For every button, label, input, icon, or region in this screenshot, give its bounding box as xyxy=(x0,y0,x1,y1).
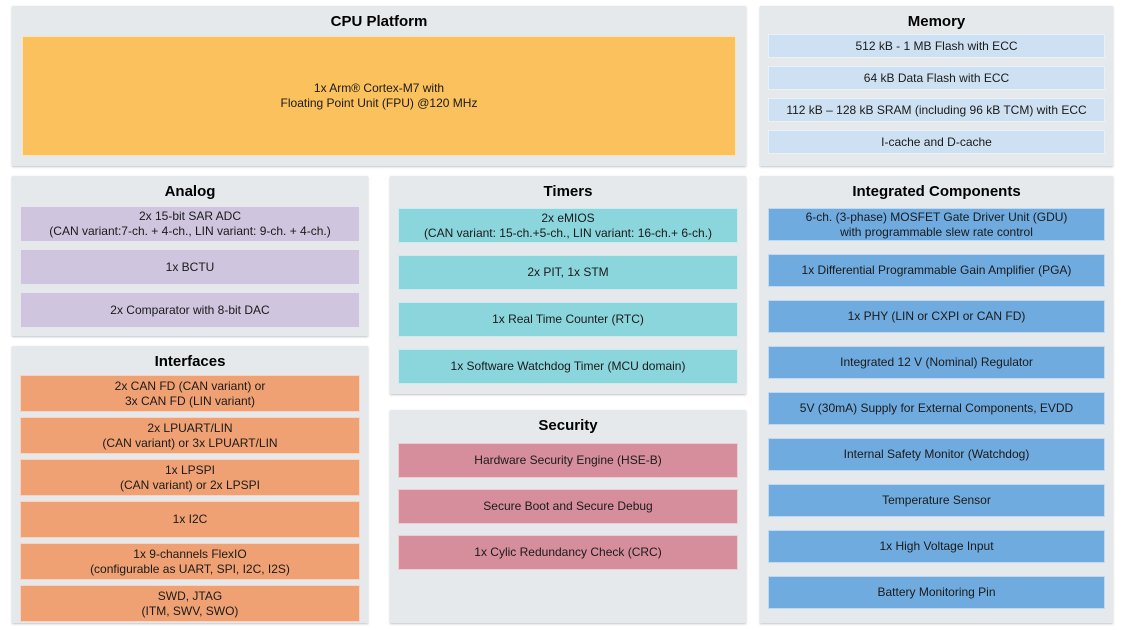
section-timers: Timers 2x eMIOS (CAN variant: 15-ch.+5-c… xyxy=(390,176,746,394)
block-cache: I-cache and D-cache xyxy=(768,130,1105,154)
block-text-line: 1x Real Time Counter (RTC) xyxy=(492,312,644,326)
integrated-components-blocks: 6-ch. (3-phase) MOSFET Gate Driver Unit … xyxy=(760,200,1113,617)
section-title-security: Security xyxy=(538,417,598,434)
block-text-line: 1x Arm® Cortex-M7 with xyxy=(313,81,445,95)
block-text-line: 1x Cylic Redundancy Check (CRC) xyxy=(474,545,662,559)
block-5v-supply-evdd: 5V (30mA) Supply for External Components… xyxy=(768,392,1105,425)
block-internal-safety-monitor: Internal Safety Monitor (Watchdog) xyxy=(768,438,1105,471)
block-gdu: 6-ch. (3-phase) MOSFET Gate Driver Unit … xyxy=(768,208,1105,241)
section-memory: Memory 512 kB - 1 MB Flash with ECC 64 k… xyxy=(760,6,1113,166)
block-text-line: 1x LPSPI xyxy=(164,462,216,477)
block-text-line: 1x 9-channels FlexIO xyxy=(133,546,247,561)
block-temperature-sensor: Temperature Sensor xyxy=(768,484,1105,517)
block-text-line: (CAN variant) or 3x LPUART/LIN xyxy=(102,435,278,450)
section-title-memory: Memory xyxy=(907,13,966,30)
block-text-line: 1x High Voltage Input xyxy=(879,539,994,553)
block-text-line: Temperature Sensor xyxy=(882,493,991,507)
block-text-line: Battery Monitoring Pin xyxy=(877,585,996,599)
block-data-flash: 64 kB Data Flash with ECC xyxy=(768,66,1105,90)
block-program-flash: 512 kB - 1 MB Flash with ECC xyxy=(768,34,1105,58)
block-text-line: 2x LPUART/LIN xyxy=(147,420,233,435)
block-can-fd: 2x CAN FD (CAN variant) or 3x CAN FD (LI… xyxy=(20,375,360,412)
section-title-cpu-platform: CPU Platform xyxy=(330,13,428,30)
section-title-timers: Timers xyxy=(543,183,593,200)
security-blocks: Hardware Security Engine (HSE-B) Secure … xyxy=(390,434,746,578)
block-bctu: 1x BCTU xyxy=(20,249,360,285)
interfaces-blocks: 2x CAN FD (CAN variant) or 3x CAN FD (LI… xyxy=(12,370,368,628)
block-text-line: 1x BCTU xyxy=(165,259,215,274)
block-text-line: (CAN variant:7-ch. + 4-ch., LIN variant:… xyxy=(49,224,331,238)
block-text-line: 512 kB - 1 MB Flash with ECC xyxy=(855,38,1018,53)
block-text-line: 6-ch. (3-phase) MOSFET Gate Driver Unit … xyxy=(805,209,1068,224)
block-text-line: 1x Software Watchdog Timer (MCU domain) xyxy=(450,359,686,373)
block-battery-monitoring-pin: Battery Monitoring Pin xyxy=(768,576,1105,609)
block-text-line: 2x eMIOS xyxy=(541,210,595,225)
block-text-line: SWD, JTAG xyxy=(157,588,223,603)
block-text-line: (ITM, SWV, SWO) xyxy=(141,603,239,618)
block-text-line: 2x PIT, 1x STM xyxy=(527,265,609,279)
block-text-line: Integrated 12 V (Nominal) Regulator xyxy=(840,355,1033,369)
block-lpspi: 1x LPSPI (CAN variant) or 2x LPSPI xyxy=(20,459,360,496)
block-pga: 1x Differential Programmable Gain Amplif… xyxy=(768,254,1105,287)
block-phy: 1x PHY (LIN or CXPI or CAN FD) xyxy=(768,300,1105,333)
block-text-line: with programmable slew rate control xyxy=(840,224,1033,239)
block-hse: Hardware Security Engine (HSE-B) xyxy=(398,443,738,478)
block-lpuart-lin: 2x LPUART/LIN (CAN variant) or 3x LPUART… xyxy=(20,417,360,454)
block-text-line: 64 kB Data Flash with ECC xyxy=(863,70,1010,85)
block-text-line: (CAN variant) or 2x LPSPI xyxy=(119,477,261,492)
block-arm-cortex-m7: 1x Arm® Cortex-M7 with Floating Point Un… xyxy=(22,36,736,156)
block-pit-stm: 2x PIT, 1x STM xyxy=(398,255,738,290)
analog-blocks: 2x 15-bit SAR ADC (CAN variant:7-ch. + 4… xyxy=(12,200,368,336)
memory-blocks: 512 kB - 1 MB Flash with ECC 64 kB Data … xyxy=(760,30,1113,162)
section-interfaces: Interfaces 2x CAN FD (CAN variant) or 3x… xyxy=(12,346,368,623)
block-text-line: 3x CAN FD (LIN variant) xyxy=(124,393,256,408)
block-text-line: 1x PHY (LIN or CXPI or CAN FD) xyxy=(847,309,1026,323)
block-crc: 1x Cylic Redundancy Check (CRC) xyxy=(398,535,738,570)
block-secure-boot: Secure Boot and Secure Debug xyxy=(398,489,738,524)
block-text-line: Internal Safety Monitor (Watchdog) xyxy=(843,447,1030,461)
block-swd-jtag: SWD, JTAG (ITM, SWV, SWO) xyxy=(20,585,360,622)
block-sram: 112 kB – 128 kB SRAM (including 96 kB TC… xyxy=(768,98,1105,122)
block-i2c: 1x I2C xyxy=(20,501,360,538)
section-security: Security Hardware Security Engine (HSE-B… xyxy=(390,410,746,623)
block-software-watchdog: 1x Software Watchdog Timer (MCU domain) xyxy=(398,349,738,384)
section-analog: Analog 2x 15-bit SAR ADC (CAN variant:7-… xyxy=(12,176,368,336)
block-sar-adc: 2x 15-bit SAR ADC (CAN variant:7-ch. + 4… xyxy=(20,206,360,242)
cpu-platform-blocks: 1x Arm® Cortex-M7 with Floating Point Un… xyxy=(12,30,746,166)
block-comparator-dac: 2x Comparator with 8-bit DAC xyxy=(20,292,360,328)
block-text-line: Hardware Security Engine (HSE-B) xyxy=(474,453,662,467)
block-emios: 2x eMIOS (CAN variant: 15-ch.+5-ch., LIN… xyxy=(398,208,738,243)
block-text-line: 2x CAN FD (CAN variant) or xyxy=(114,378,266,393)
block-text-line: 2x 15-bit SAR ADC xyxy=(138,209,242,223)
block-text-line: Floating Point Unit (FPU) @120 MHz xyxy=(280,96,478,110)
block-text-line: I-cache and D-cache xyxy=(881,134,992,149)
section-title-interfaces: Interfaces xyxy=(154,353,226,370)
block-text-line: Secure Boot and Secure Debug xyxy=(483,499,653,513)
block-text-line: 112 kB – 128 kB SRAM (including 96 kB TC… xyxy=(786,102,1087,117)
block-text-line: 1x Differential Programmable Gain Amplif… xyxy=(801,263,1072,277)
block-text-line: 5V (30mA) Supply for External Components… xyxy=(799,401,1074,415)
block-high-voltage-input: 1x High Voltage Input xyxy=(768,530,1105,563)
block-text-line: (CAN variant: 15-ch.+5-ch., LIN variant:… xyxy=(423,225,713,240)
block-text-line: 2x Comparator with 8-bit DAC xyxy=(110,302,270,317)
block-rtc: 1x Real Time Counter (RTC) xyxy=(398,302,738,337)
block-12v-regulator: Integrated 12 V (Nominal) Regulator xyxy=(768,346,1105,379)
block-text-line: (configurable as UART, SPI, I2C, I2S) xyxy=(90,561,290,576)
block-flexio: 1x 9-channels FlexIO (configurable as UA… xyxy=(20,543,360,580)
section-title-integrated-components: Integrated Components xyxy=(852,183,1021,200)
section-title-analog: Analog xyxy=(164,183,216,200)
section-cpu-platform: CPU Platform 1x Arm® Cortex-M7 with Floa… xyxy=(12,6,746,166)
block-text-line: 1x I2C xyxy=(172,512,208,526)
timers-blocks: 2x eMIOS (CAN variant: 15-ch.+5-ch., LIN… xyxy=(390,200,746,394)
section-integrated-components: Integrated Components 6-ch. (3-phase) MO… xyxy=(760,176,1113,623)
